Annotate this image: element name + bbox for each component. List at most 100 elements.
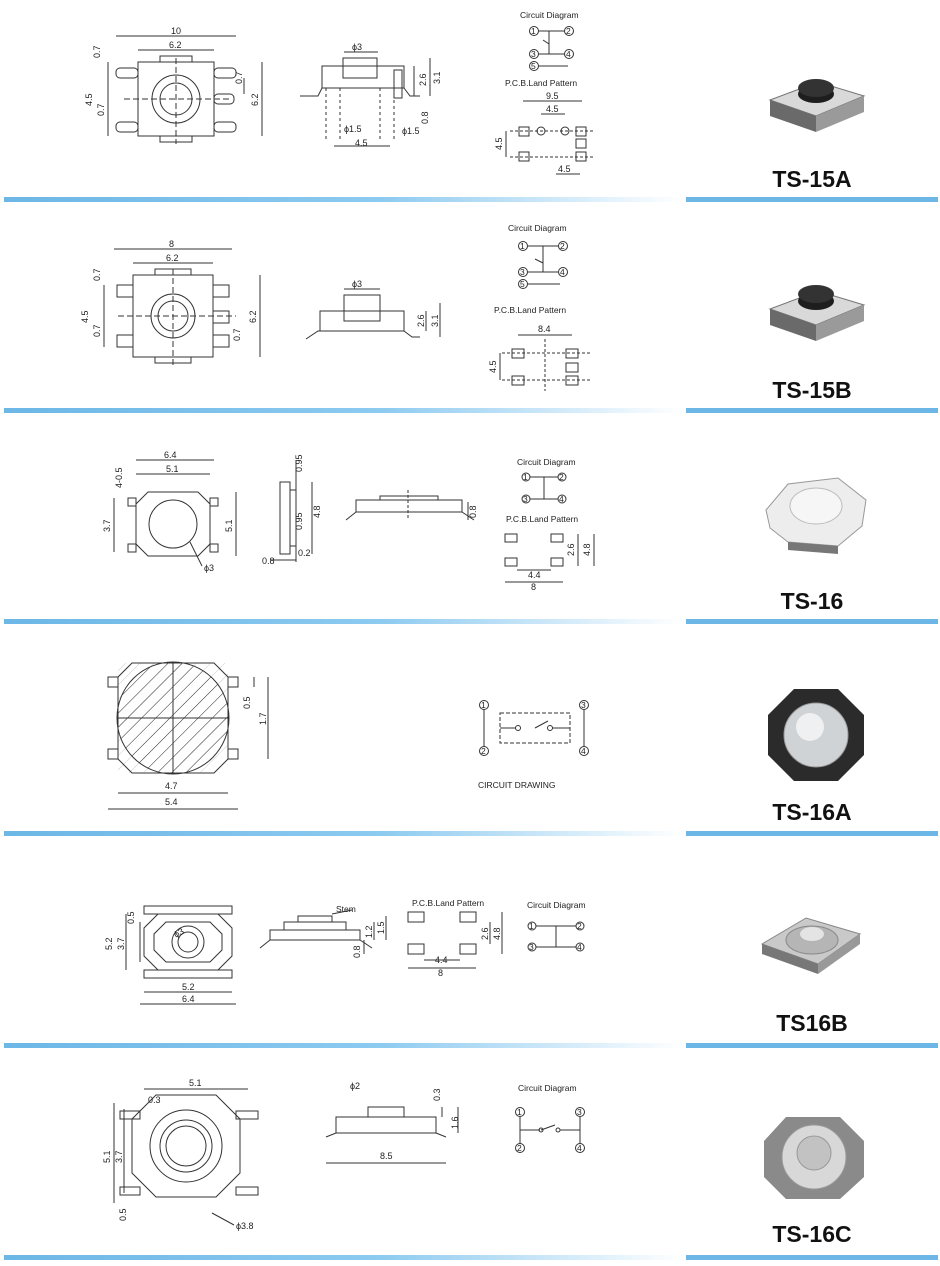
ts-15a-dim-s3: 0.8 xyxy=(420,111,430,124)
ts-15a-dim-h2: 4.5 xyxy=(84,93,94,106)
ts-16-dim-w1: 6.4 xyxy=(164,450,177,460)
ts-16c-drawing: 5.1 0.3 5.1 3.7 0.5 ϕ3.8 ϕ2 0.3 1.6 8.5 … xyxy=(102,1078,585,1231)
ts16b-pin-2: 2 xyxy=(577,921,582,931)
ts-15b-dim-s1: 2.6 xyxy=(416,314,426,327)
ts-15a-pcb-d: 4.5 xyxy=(558,164,571,174)
ts-15a-dim-h1: 0.7 xyxy=(92,45,102,58)
ts16b-dim-h2: 3.7 xyxy=(116,937,126,950)
ts-15a-pin-3: 3 xyxy=(531,49,536,59)
ts-15a-dim-p1: ϕ1.5 xyxy=(344,124,362,134)
ts16b-dim-d1: ϕ3 xyxy=(172,926,186,940)
ts16b-dim-s2: 1.5 xyxy=(376,921,386,934)
ts-15a-pin-1: 1 xyxy=(531,26,536,36)
ts-15b-photo xyxy=(768,285,866,341)
ts16b-pin-1: 1 xyxy=(529,921,534,931)
ts-16a-separator-right xyxy=(686,831,938,836)
ts-15a-dim-w1: 10 xyxy=(171,26,181,36)
ts-15b-pin-5: 5 xyxy=(520,279,525,289)
ts16b-pcb-title: P.C.B.Land Pattern xyxy=(412,898,484,908)
ts-16c-pin-1: 1 xyxy=(517,1107,522,1117)
ts16b-dim-h1: 5.2 xyxy=(104,937,114,950)
ts16b-pcb-d: 8 xyxy=(438,968,443,978)
ts-15a-dim-p3: 4.5 xyxy=(355,138,368,148)
section-ts16b: 5.2 3.7 0.5 ϕ3 5.2 6.4 Stem 1.2 1.5 0.8 … xyxy=(0,844,940,1055)
ts-16a-pin-4: 4 xyxy=(581,746,586,756)
ts-16c-photo xyxy=(764,1117,864,1199)
ts-15a-circuit-title: Circuit Diagram xyxy=(520,10,579,20)
ts-15b-pin-2: 2 xyxy=(560,241,565,251)
ts-15b-pin-4: 4 xyxy=(560,267,565,277)
ts-15a-model-label: TS-15A xyxy=(772,166,852,192)
ts-16-dim-w2: 5.1 xyxy=(166,464,179,474)
ts-15a-pcb-a: 9.5 xyxy=(546,91,559,101)
ts-15a-separator-right xyxy=(686,197,938,202)
ts-16c-dim-w1: 5.1 xyxy=(189,1078,202,1088)
ts16b-dim-s1: 1.2 xyxy=(364,925,374,938)
ts-16c-separator xyxy=(4,1255,684,1260)
ts-16a-dim-r2: 1.7 xyxy=(258,712,268,725)
ts-16-pin-3: 3 xyxy=(523,494,528,504)
ts-15a-dim-p2: ϕ1.5 xyxy=(402,126,420,136)
ts-16a-pin-2: 2 xyxy=(481,746,486,756)
ts-15b-pcb-title: P.C.B.Land Pattern xyxy=(494,305,566,315)
ts-15a-dim-h3: 0.7 xyxy=(96,103,106,116)
ts-15a-pcb-c: 4.5 xyxy=(494,137,504,150)
ts-16c-dim-t1: 0.3 xyxy=(148,1095,161,1105)
ts-15b-pcb-a: 8.4 xyxy=(538,324,551,334)
ts-16c-dim-d1: ϕ3.8 xyxy=(236,1221,254,1231)
ts-16-pin-2: 2 xyxy=(559,472,564,482)
ts-15b-dim-r1: 0.7 xyxy=(232,328,242,341)
ts-15a-drawing: 10 6.2 0.7 4.5 0.7 0.7 6.2 ϕ3 2.6 3.1 0.… xyxy=(84,10,595,175)
ts-15a-dim-s2: 3.1 xyxy=(432,71,442,84)
ts-15b-dim-w2: 6.2 xyxy=(166,253,179,263)
ts-15a-pin-2: 2 xyxy=(566,26,571,36)
ts-16-separator xyxy=(4,619,684,624)
ts-16c-dim-s2: 1.6 xyxy=(450,1116,460,1129)
section-ts-16a: 4.7 5.4 0.5 1.7 1 2 3 4 CIRCUIT DRAWING … xyxy=(0,633,940,844)
ts16b-dim-w2: 6.4 xyxy=(182,994,195,1004)
ts-16a-photo xyxy=(768,689,864,781)
ts-16a-drawing: 4.7 5.4 0.5 1.7 1 2 3 4 CIRCUIT DRAWING xyxy=(107,661,589,810)
ts-16-dim-d1: ϕ3 xyxy=(204,563,214,573)
ts16b-dim-w1: 5.2 xyxy=(182,982,195,992)
ts-15a-dim-r2: 6.2 xyxy=(250,93,260,106)
ts-16a-dim-r1: 0.5 xyxy=(242,696,252,709)
ts-15a-dim-r1: 0.7 xyxy=(234,71,244,84)
ts-15b-dim-h2: 4.5 xyxy=(80,310,90,323)
ts-16c-circuit-title: Circuit Diagram xyxy=(518,1083,577,1093)
ts-15b-dim-w1: 8 xyxy=(169,239,174,249)
ts-16c-dim-h1: 5.1 xyxy=(102,1150,112,1163)
ts-15a-pin-4: 4 xyxy=(566,49,571,59)
ts-15b-separator-right xyxy=(686,408,938,413)
ts-15b-pin-3: 3 xyxy=(520,267,525,277)
ts-16-dim-s1: 0.95 xyxy=(294,454,304,472)
section-ts-15a: 10 6.2 0.7 4.5 0.7 0.7 6.2 ϕ3 2.6 3.1 0.… xyxy=(0,0,940,211)
ts-16-dim-s5: 0.8 xyxy=(262,556,275,566)
ts-16a-pin-1: 1 xyxy=(481,700,486,710)
ts-16-dim-h1: 3.7 xyxy=(102,519,112,532)
ts-16c-pin-2: 2 xyxy=(517,1143,522,1153)
section-ts-16: 6.4 5.1 4-0.5 3.7 5.1 ϕ3 0.95 0.95 4.8 0… xyxy=(0,422,940,633)
ts-16a-separator xyxy=(4,831,684,836)
ts-16-separator-right xyxy=(686,619,938,624)
section-ts-15b: 8 6.2 0.7 4.5 0.7 0.7 6.2 ϕ3 2.6 3.1 Cir… xyxy=(0,211,940,422)
ts-15a-pin-5: 5 xyxy=(531,61,536,71)
ts-16c-dim-b1: 0.5 xyxy=(118,1208,128,1221)
ts-16c-dim-d2: ϕ2 xyxy=(350,1081,360,1091)
ts-16c-separator-right xyxy=(686,1255,938,1260)
ts-16-pcb-d: 8 xyxy=(531,582,536,592)
ts16b-separator xyxy=(4,1043,684,1048)
ts-15b-pin-1: 1 xyxy=(520,241,525,251)
ts-15a-dim-s1: 2.6 xyxy=(418,73,428,86)
ts-16-drawing: 6.4 5.1 4-0.5 3.7 5.1 ϕ3 0.95 0.95 4.8 0… xyxy=(102,450,595,592)
ts-15b-dim-h1: 0.7 xyxy=(92,268,102,281)
ts16b-pin-3: 3 xyxy=(529,942,534,952)
ts16b-dim-s3: 0.8 xyxy=(352,945,362,958)
ts-16-pcb-title: P.C.B.Land Pattern xyxy=(506,514,578,524)
ts-16c-dim-s3: 8.5 xyxy=(380,1151,393,1161)
ts-16-dim-f1: 0.8 xyxy=(468,505,478,518)
ts-15b-dim-d1: ϕ3 xyxy=(352,279,362,289)
section-ts-16c: 5.1 0.3 5.1 3.7 0.5 ϕ3.8 ϕ2 0.3 1.6 8.5 … xyxy=(0,1055,940,1266)
ts-16-dim-s3: 4.8 xyxy=(312,505,322,518)
ts-16a-pin-3: 3 xyxy=(581,700,586,710)
